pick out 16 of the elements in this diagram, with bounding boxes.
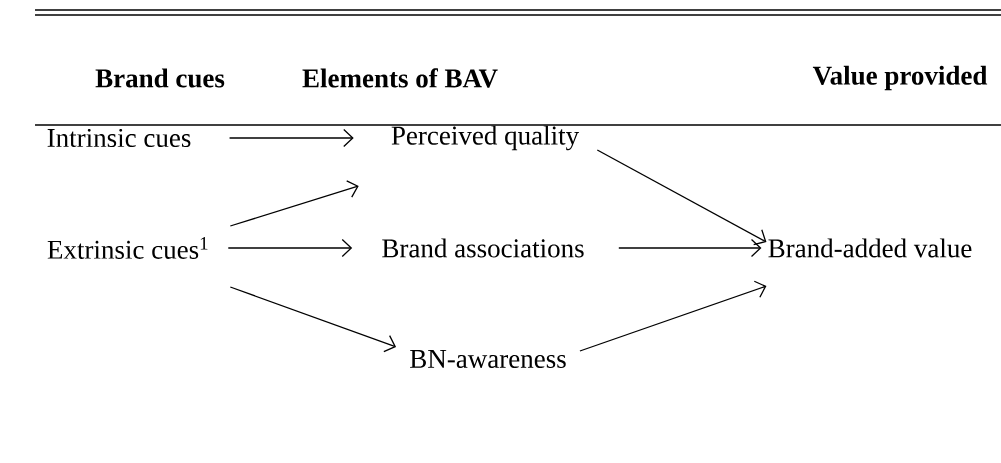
column-heading: Brand cues: [95, 68, 225, 88]
arrow: [227, 238, 353, 258]
arrow: [228, 128, 354, 148]
arrow: [229, 286, 397, 353]
arrow: [618, 238, 762, 258]
arrow: [596, 149, 767, 246]
node-label: BN-awareness: [410, 350, 566, 368]
node-label: Brand-added value: [768, 238, 972, 258]
column-heading: Value provided: [812, 65, 988, 91]
node-label: Intrinsic cues: [47, 128, 191, 148]
node-label: Extrinsic cues$^{1}$: [47, 237, 208, 259]
arrow: [229, 180, 359, 227]
arrow: [579, 280, 767, 352]
node-label: Brand associations: [382, 238, 584, 258]
column-heading: Elements of BAV: [302, 68, 498, 88]
node-label: Perceived quality: [391, 125, 579, 151]
